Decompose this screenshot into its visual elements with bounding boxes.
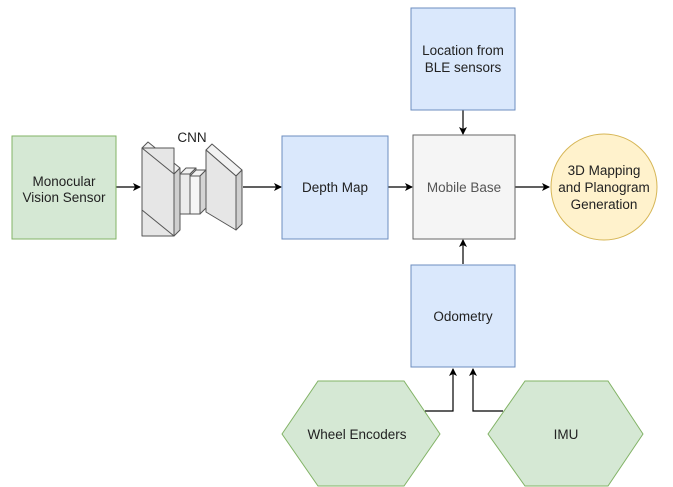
mapping-output-label-line1: 3D Mapping bbox=[568, 163, 641, 178]
depth-map-label: Depth Map bbox=[302, 180, 368, 195]
cnn-layer-blocks bbox=[141, 141, 243, 237]
cnn-node[interactable]: CNN bbox=[141, 130, 243, 237]
odometry-node[interactable]: Odometry bbox=[410, 264, 516, 368]
mapping-output-node[interactable]: 3D Mapping and Planogram Generation bbox=[550, 133, 658, 241]
imu-label: IMU bbox=[554, 427, 579, 442]
ble-location-label-line1: Location from bbox=[422, 43, 504, 58]
mobile-base-node[interactable]: Mobile Base bbox=[412, 134, 516, 240]
depth-map-node[interactable]: Depth Map bbox=[281, 135, 389, 240]
edge-wheelencoders-to-odometry bbox=[425, 368, 457, 412]
ble-location-node[interactable]: Location from BLE sensors bbox=[410, 7, 516, 111]
edge-imu-to-odometry bbox=[469, 368, 503, 412]
vision-sensor-label-line2: Vision Sensor bbox=[22, 190, 106, 205]
mapping-output-label-line3: Generation bbox=[571, 197, 638, 212]
vision-sensor-node[interactable]: Monocular Vision Sensor bbox=[11, 135, 117, 240]
mobile-base-label: Mobile Base bbox=[427, 180, 501, 195]
imu-node[interactable]: IMU bbox=[487, 380, 644, 487]
odometry-label: Odometry bbox=[433, 309, 493, 324]
ble-location-label-line2: BLE sensors bbox=[425, 60, 502, 75]
vision-sensor-label-line1: Monocular bbox=[32, 174, 96, 189]
cnn-label: CNN bbox=[177, 130, 206, 145]
edges bbox=[116, 110, 550, 412]
wheel-encoders-label: Wheel Encoders bbox=[307, 427, 406, 442]
wheel-encoders-node[interactable]: Wheel Encoders bbox=[281, 380, 441, 487]
mapping-output-label-line2: and Planogram bbox=[558, 180, 650, 195]
